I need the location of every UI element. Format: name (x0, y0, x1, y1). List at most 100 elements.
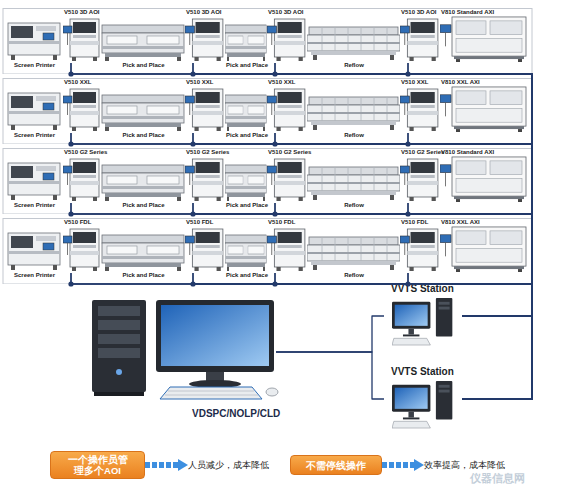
node-label: V510 3D AOI (186, 9, 225, 16)
node-label: V510 G2 Series (401, 149, 440, 156)
node-label: Screen Printer (6, 132, 63, 139)
network-link (71, 203, 532, 399)
server-workstation: VDSPC/NOLP/CLD (86, 296, 276, 420)
junction-dot (405, 211, 410, 216)
feature-box: 一个操作员管理多个AOI (50, 451, 145, 479)
node-label: V510 FDL (64, 219, 101, 226)
node-label: Screen Printer (6, 202, 63, 209)
keyboard (160, 387, 262, 399)
node-label: V510 G2 Series (64, 149, 101, 156)
machine-station: V510 FDL (63, 219, 101, 273)
network-link (193, 63, 532, 399)
node-label: Pick and Place (226, 62, 267, 69)
junction-dots (68, 71, 410, 286)
node-label: V510 3D AOI (268, 9, 307, 16)
machine-station: Pick and Place (101, 86, 185, 139)
node-label: 人员减少，成本降低 (188, 460, 280, 471)
machine-station: V810 Standard AXI (440, 149, 532, 203)
node-label: V510 FDL (186, 219, 225, 226)
vvts-station: VVTS Station (384, 366, 462, 432)
machine-station: V510 XXL (400, 79, 440, 133)
node-label: V510 XXL (401, 79, 440, 86)
machine-station: Screen Printer (5, 156, 63, 209)
node-label: Reflow (308, 272, 400, 279)
monitor-frame (156, 300, 274, 372)
junction-dot (190, 281, 195, 286)
result-text: 人员减少，成本降低 (188, 456, 280, 474)
workstation-symbol (392, 381, 452, 428)
smt-line (3, 9, 532, 75)
machine-station: V510 FDL (185, 219, 225, 273)
node-label: Pick and Place (226, 202, 267, 209)
network-link (408, 133, 532, 399)
machine-station: V810 XXL AXI (440, 219, 532, 273)
node-label: Reflow (308, 132, 400, 139)
junction-dot (272, 281, 277, 286)
vvts-station: VVTS Station (384, 283, 462, 349)
network-link (71, 133, 532, 316)
node-label: VVTS Station (391, 283, 462, 295)
network-link (275, 63, 532, 316)
node-label: V510 G2 Series (268, 149, 307, 156)
network-link (275, 133, 532, 316)
junction-dot (272, 141, 277, 146)
result-text: 效率提高，成本降低 (424, 456, 516, 474)
network-link (275, 273, 532, 316)
network-link (71, 133, 532, 399)
network-link (408, 133, 532, 316)
machine-station: V510 FDL (267, 219, 307, 273)
node-label: V510 XXL (64, 79, 101, 86)
junction-dot (272, 211, 277, 216)
machine-station: V510 3D AOI (63, 9, 101, 63)
node-label: V510 3D AOI (401, 9, 440, 16)
node-label: Pick and Place (102, 202, 185, 209)
node-label: Screen Printer (6, 62, 63, 69)
tower-base (94, 392, 144, 396)
server-tower (92, 300, 146, 392)
network-link (193, 63, 532, 316)
machine-station: Reflow (307, 156, 400, 209)
junction-dot (405, 281, 410, 286)
mouse (266, 388, 278, 396)
node-label: 效率提高，成本降低 (424, 460, 516, 471)
feature-box: 不需停线操作 (290, 455, 382, 475)
machine-station: Screen Printer (5, 226, 63, 279)
network-link (71, 273, 532, 316)
machine-station: V510 XXL (267, 79, 307, 133)
network-link (276, 316, 384, 352)
node-label: VDSPC/NOLP/CLD (192, 408, 276, 420)
machine-station: Reflow (307, 226, 400, 279)
machine-station: Pick and Place (225, 16, 267, 69)
network-link (71, 203, 532, 316)
network-link (408, 203, 532, 316)
machine-station: Pick and Place (225, 156, 267, 209)
flow-arrow (145, 462, 178, 468)
network-link (275, 273, 532, 399)
network-link (71, 63, 532, 399)
node-label: Screen Printer (6, 272, 63, 279)
junction-dot (272, 71, 277, 76)
machine-station: V510 G2 Series (267, 149, 307, 203)
junction-dot (190, 211, 195, 216)
workstation-symbol (392, 298, 452, 345)
monitor-screen (161, 305, 269, 366)
machine-station: V510 XXL (63, 79, 101, 133)
node-label: Pick and Place (226, 132, 267, 139)
node-label: V510 FDL (268, 219, 307, 226)
network-link (71, 273, 532, 399)
machine-station: V510 G2 Series (63, 149, 101, 203)
junction-dot (405, 141, 410, 146)
junction-dot (68, 71, 73, 76)
flow-arrow (382, 462, 414, 468)
power-light (116, 369, 122, 375)
machine-station: Pick and Place (225, 226, 267, 279)
network-link (193, 203, 532, 399)
network-link (71, 63, 532, 316)
network-link (408, 63, 532, 399)
machine-station: V510 FDL (400, 219, 440, 273)
machine-station: V510 G2 Series (185, 149, 225, 203)
node-label: Pick and Place (226, 272, 267, 279)
